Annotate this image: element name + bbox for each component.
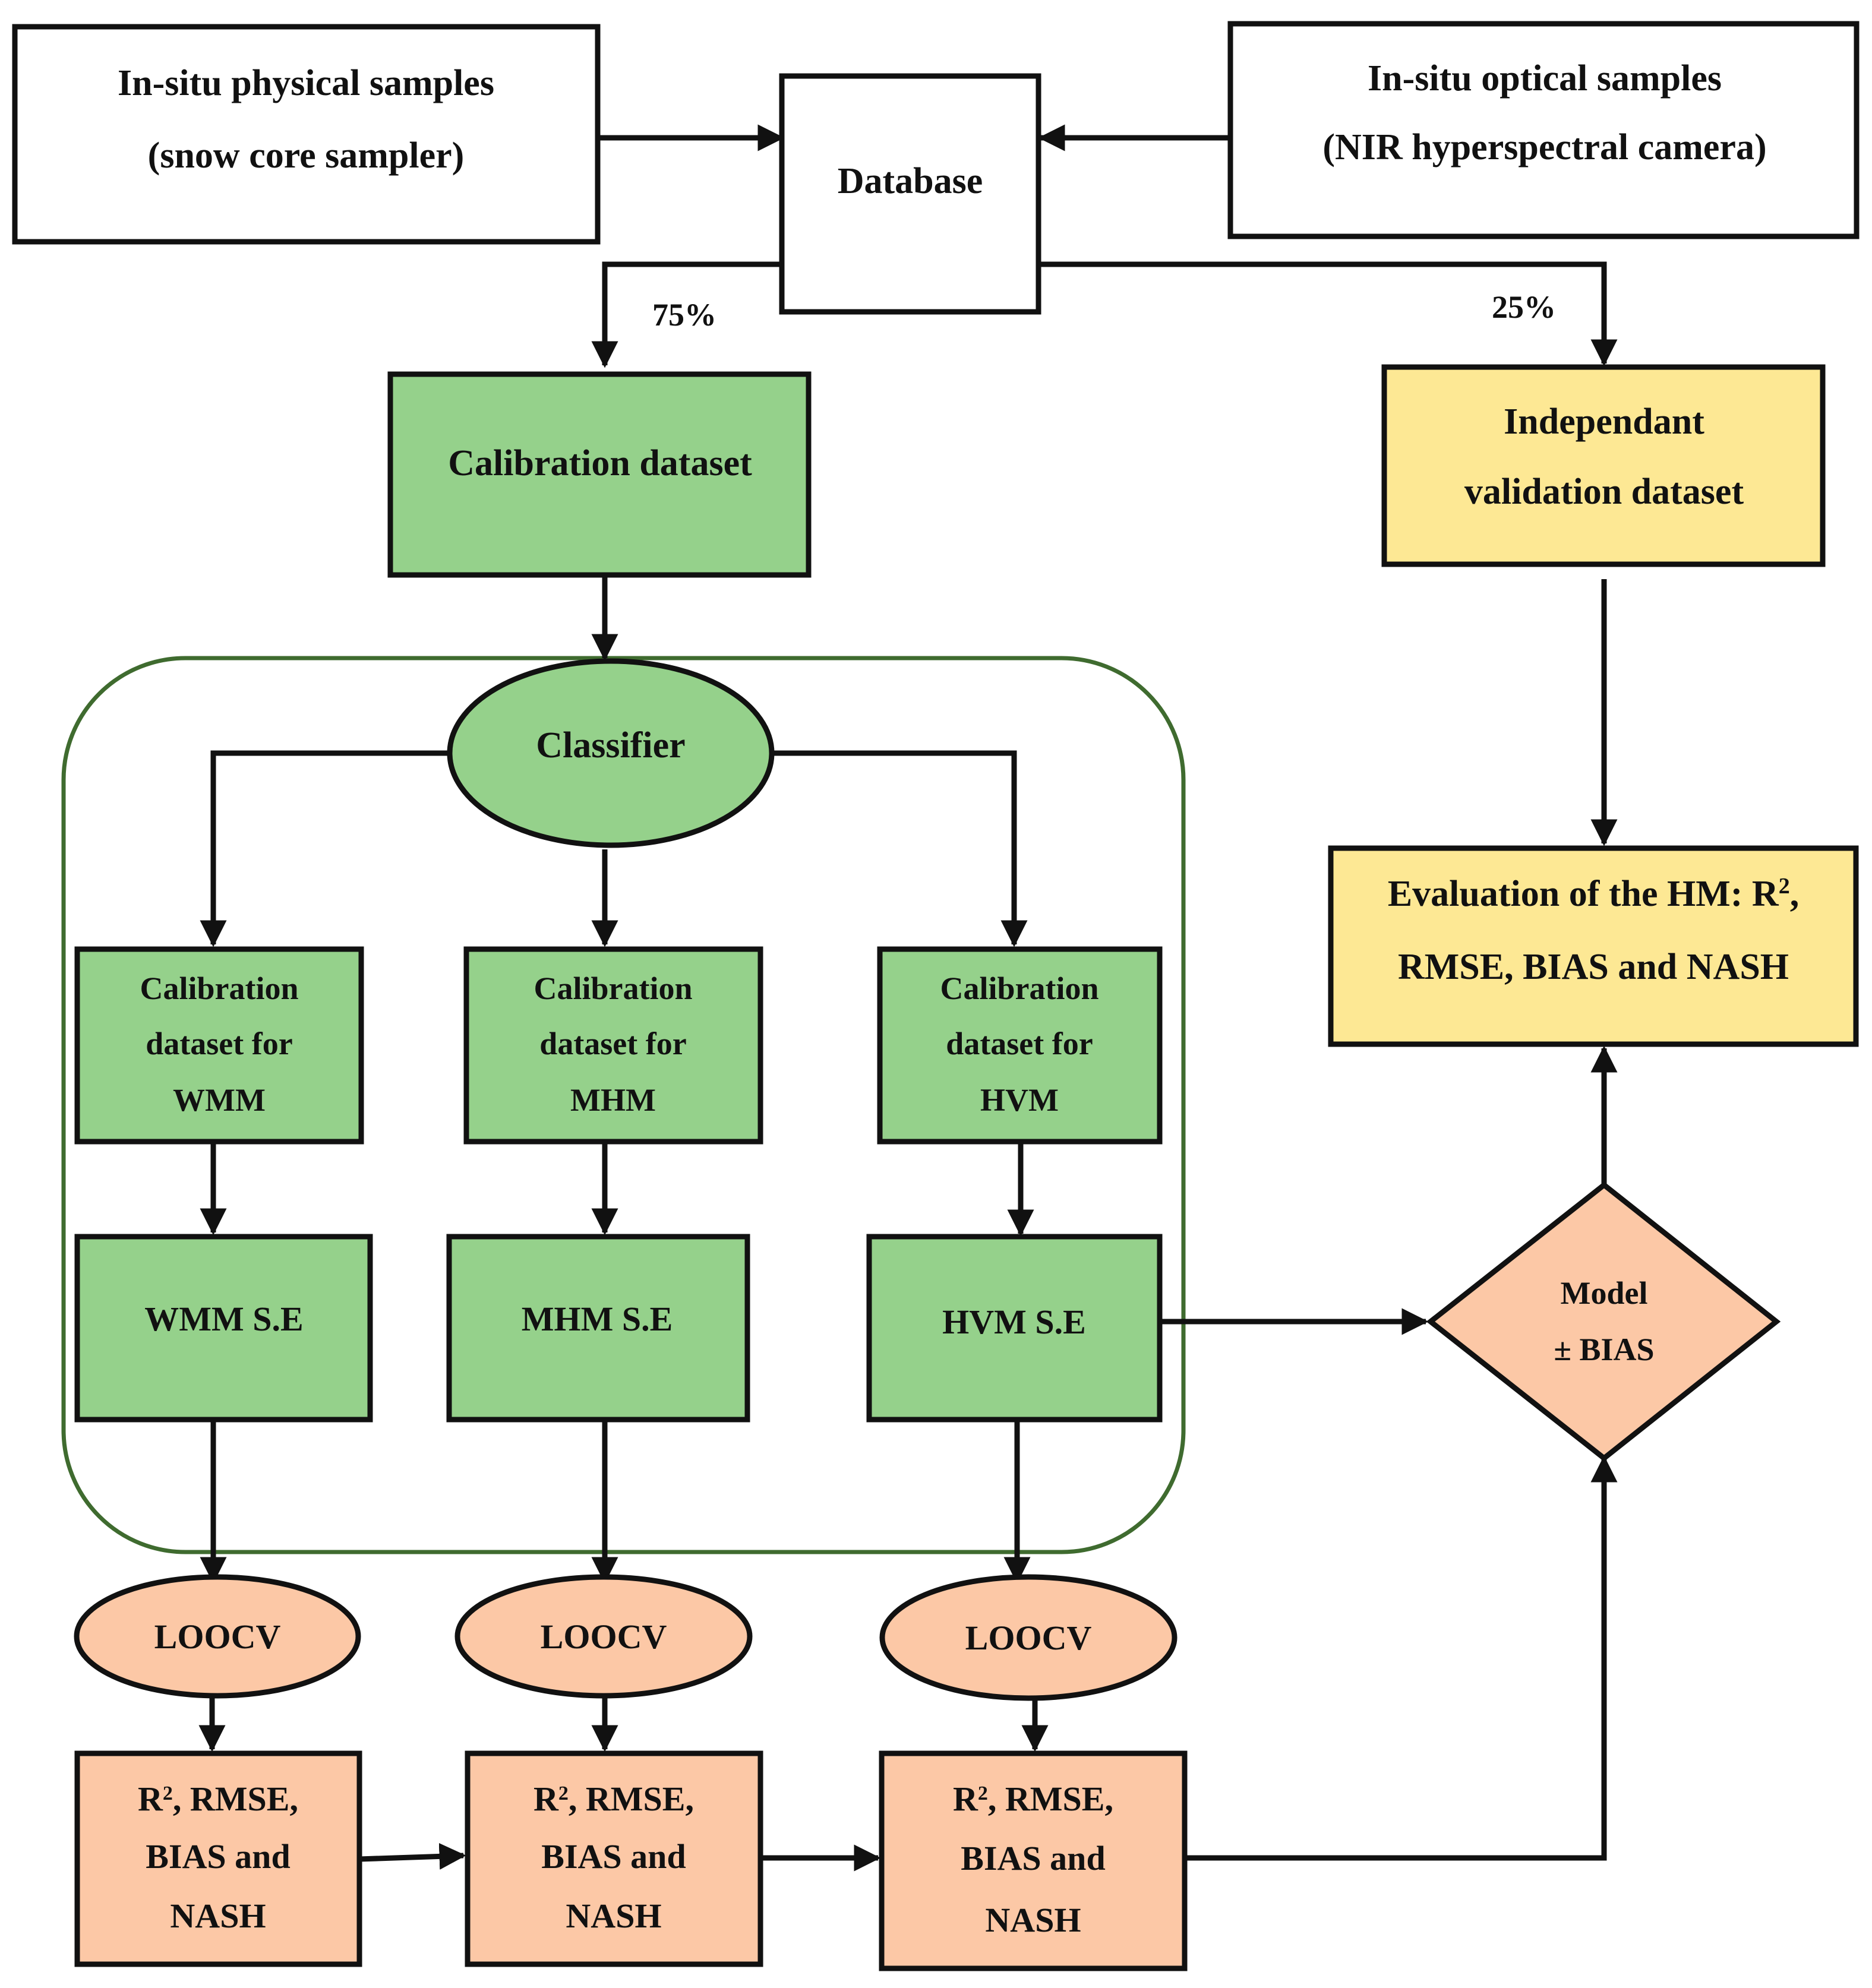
node-loocv-1: LOOCV [74,1574,361,1699]
cal-hvm-line-2: dataset for [946,1026,1093,1061]
loocv-3-label: LOOCV [965,1619,1092,1657]
model-bias-line-1: Model [1561,1275,1648,1311]
arrow-classifier-to-cal-wmm [200,750,450,947]
cal-mhm-line-3: MHM [570,1082,656,1118]
physical-samples-line-1: In-situ physical samples [118,63,494,103]
cal-wmm-line-1: Calibration [140,971,298,1006]
node-database: Database [779,73,1041,315]
node-se-hvm: HVM S.E [866,1234,1163,1423]
node-cal-hvm: Calibration dataset for HVM [877,946,1163,1145]
se-wmm-label: WMM S.E [144,1300,303,1338]
node-evaluation: Evaluation of the HM: R2, RMSE, BIAS and… [1328,845,1859,1047]
node-optical-samples: In-situ optical samples (NIR hyperspectr… [1227,21,1860,239]
classifier-label: Classifier [536,725,685,766]
optical-samples-line-2: (NIR hyperspectral camera) [1322,127,1766,167]
model-group-container [61,656,1186,1554]
node-loocv-2: LOOCV [454,1574,753,1699]
node-physical-samples: In-situ physical samples (snow core samp… [12,24,601,245]
evaluation-line-2: RMSE, BIAS and NASH [1398,947,1789,987]
evaluation-line-1: Evaluation of the HM: R2, [1388,874,1799,914]
database-label: Database [838,161,983,201]
arrow-database-to-validation [1038,261,1618,366]
cal-mhm-line-2: dataset for [539,1026,686,1061]
optical-samples-line-1: In-situ optical samples [1368,58,1722,99]
calibration-dataset-label: Calibration dataset [448,443,752,483]
metrics-1-line-2: BIAS and [146,1837,290,1876]
node-calibration-dataset: Calibration dataset [387,371,812,578]
metrics-2-line-2: BIAS and [541,1837,686,1876]
arrow-database-to-calibration [591,261,782,368]
metrics-1-line-1: R2, RMSE, [138,1780,298,1818]
loocv-2-label: LOOCV [541,1617,667,1656]
node-cal-wmm: Calibration dataset for WMM [74,946,364,1145]
node-cal-mhm: Calibration dataset for MHM [463,946,763,1145]
metrics-3-line-3: NASH [985,1901,1081,1939]
cal-mhm-line-1: Calibration [533,971,692,1006]
node-loocv-3: LOOCV [879,1574,1178,1701]
validation-dataset-line-1: Independant [1504,402,1704,442]
split-label-validation: 25% [1492,289,1556,325]
physical-samples-line-2: (snow core sampler) [148,135,465,176]
arrow-metrics-1-to-metrics-2 [359,1842,466,1870]
model-bias-line-2: ± BIAS [1554,1332,1654,1367]
arrow-classifier-to-cal-hvm [772,750,1028,947]
cal-wmm-line-2: dataset for [146,1026,292,1061]
arrow-metrics-3-to-model [1185,1455,1618,1861]
metrics-3-line-1: R2, RMSE, [953,1780,1113,1818]
node-se-mhm: MHM S.E [446,1234,750,1423]
node-metrics-3: R2, RMSE, BIAS and NASH [879,1750,1188,1971]
node-model-bias: Model ± BIAS [1426,1181,1781,1462]
connectors [198,124,1618,1872]
cal-hvm-line-1: Calibration [940,971,1098,1006]
se-hvm-label: HVM S.E [942,1303,1086,1341]
metrics-1-line-3: NASH [170,1897,266,1935]
node-metrics-2: R2, RMSE, BIAS and NASH [465,1750,763,1967]
node-classifier: Classifier [447,658,775,848]
metrics-2-line-3: NASH [566,1897,661,1935]
node-metrics-1: R2, RMSE, BIAS and NASH [74,1750,362,1967]
split-label-calibration: 75% [652,297,716,333]
cal-hvm-line-3: HVM [980,1082,1059,1118]
metrics-3-line-2: BIAS and [961,1839,1105,1878]
node-se-wmm: WMM S.E [74,1234,373,1423]
se-mhm-label: MHM S.E [522,1300,673,1338]
metrics-2-line-1: R2, RMSE, [533,1780,694,1818]
cal-wmm-line-3: WMM [173,1082,266,1118]
validation-dataset-line-2: validation dataset [1464,472,1744,512]
node-validation-dataset: Independant validation dataset [1381,364,1826,567]
loocv-1-label: LOOCV [154,1617,281,1656]
